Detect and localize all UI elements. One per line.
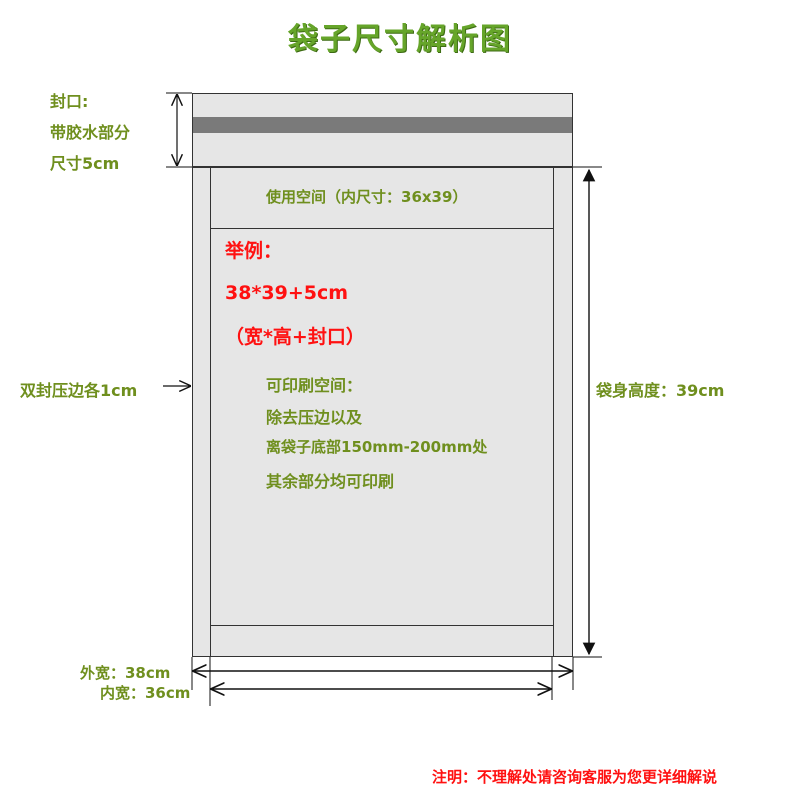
page-title: 袋子尺寸解析图: [288, 22, 512, 57]
seal-height-dimension: [166, 92, 192, 168]
body-height-dimension: [573, 166, 602, 658]
printable-line1: 可印刷空间：: [266, 376, 363, 395]
body-height-label: 袋身高度：39cm: [596, 381, 725, 400]
width-extension-lines: [191, 657, 574, 706]
seal-label-line2: 带胶水部分: [50, 123, 131, 142]
example-formula-note: （宽*高+封口）: [225, 326, 365, 348]
example-formula: 38*39+5cm: [225, 282, 349, 304]
bag-body: [192, 167, 573, 657]
printable-line4: 其余部分均可印刷: [266, 472, 395, 491]
outer-width-label: 外宽：38cm: [80, 664, 171, 682]
footer-note: 注明：不理解处请咨询客服为您更详细解说: [432, 768, 718, 786]
inner-space-label: 使用空间（内尺寸：36x39）: [266, 188, 468, 206]
adhesive-strip: [193, 117, 572, 133]
inner-usable-area: [210, 167, 554, 657]
seal-label-line3: 尺寸5cm: [50, 154, 120, 173]
inner-top-divider: [210, 228, 554, 229]
printable-line2: 除去压边以及: [266, 408, 363, 427]
inner-width-label: 内宽：36cm: [100, 684, 191, 702]
seal-label-line1: 封口:: [50, 92, 89, 111]
example-label: 举例：: [225, 240, 283, 262]
side-seal-label: 双封压边各1cm: [20, 381, 138, 400]
bottom-seal-divider: [210, 625, 554, 626]
printable-line3: 离袋子底部150mm-200mm处: [266, 438, 488, 456]
